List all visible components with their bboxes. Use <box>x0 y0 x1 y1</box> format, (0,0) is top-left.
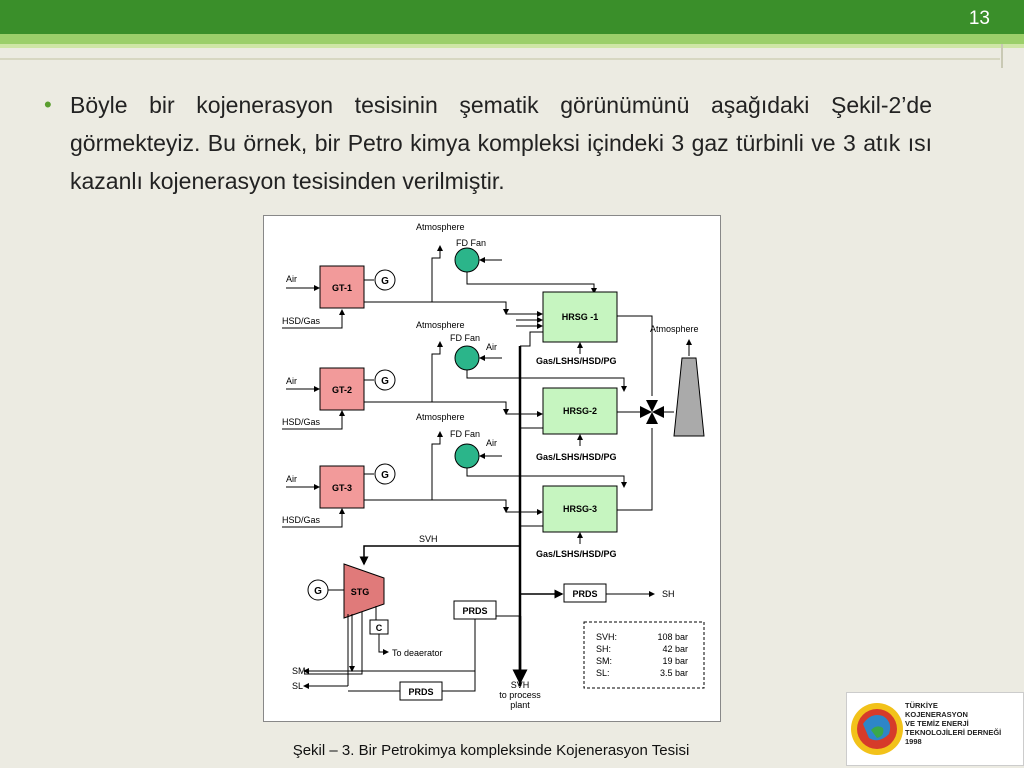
bullet-text: Böyle bir kojenerasyon tesisinin şematik… <box>70 92 932 194</box>
gt-row-2: Air HSD/Gas GT-2 G Atmosphere FD Fan Air… <box>282 320 640 462</box>
fan-air-label-3: Air <box>486 438 497 448</box>
condenser-label: C <box>376 623 383 633</box>
legend-label-4: SL: <box>596 668 610 678</box>
hrsg-fuel-label-3: Gas/LSHS/HSD/PG <box>536 549 617 559</box>
fan-air-label-2: Air <box>486 342 497 352</box>
header-bar <box>0 0 1024 34</box>
logo-text: TÜRKİYE KOJENERASYON VE TEMİZ ENERJİ TEK… <box>905 701 1002 746</box>
prds-label-sm: PRDS <box>462 606 487 616</box>
stg-turbine-shape <box>343 563 385 619</box>
air-label-3: Air <box>286 474 297 484</box>
gt-3-box <box>319 465 365 509</box>
to-deaerator-label: To deaerator <box>392 648 443 658</box>
hrsg-2-box <box>542 387 618 435</box>
svh-plant-label-3: plant <box>510 700 530 710</box>
generator-label-3: G <box>381 470 389 481</box>
fuel-label-1: HSD/Gas <box>282 316 321 326</box>
prds-box-sh <box>563 583 607 603</box>
prds-label-sh: PRDS <box>572 589 597 599</box>
fuel-label-2: HSD/Gas <box>282 417 321 427</box>
hrsg-3-box <box>542 485 618 533</box>
gt-row-1: Air HSD/Gas GT-1 G Atmosphere FD Fan HRS… <box>282 222 653 396</box>
gt-2-label: GT-2 <box>332 385 352 395</box>
legend-box <box>583 621 705 689</box>
svh-plant-label-1: SVH <box>511 680 530 690</box>
cogeneration-diagram: Air HSD/Gas GT-1 G Atmosphere FD Fan HRS… <box>263 215 721 722</box>
stg-label: STG <box>351 587 370 597</box>
svh-label: SVH <box>419 534 438 544</box>
association-logo: TÜRKİYE KOJENERASYON VE TEMİZ ENERJİ TEK… <box>846 692 1024 766</box>
generator-label-2: G <box>381 376 389 387</box>
generator-icon-2 <box>374 369 396 391</box>
fd-fan-icon-1 <box>454 247 480 273</box>
atmosphere-label-1: Atmosphere <box>416 222 465 232</box>
sl-label: SL <box>292 681 303 691</box>
generator-icon-1 <box>374 269 396 291</box>
header-divider <box>0 58 1000 60</box>
figure-caption: Şekil – 3. Bir Petrokimya kompleksinde K… <box>292 742 690 759</box>
stg-generator-label: G <box>314 586 322 597</box>
atmosphere-label-2: Atmosphere <box>416 320 465 330</box>
gt-2-box <box>319 367 365 411</box>
hrsg-3-label: HRSG-3 <box>563 504 597 514</box>
bullet-paragraph: • Böyle bir kojenerasyon tesisinin şemat… <box>44 86 932 200</box>
steam-header: SVH PRDS SH SVH to process plant PRDS <box>303 331 675 710</box>
globe-logo-icon <box>851 703 903 755</box>
atmosphere-label-3: Atmosphere <box>416 412 465 422</box>
air-label-2: Air <box>286 376 297 386</box>
gt-row-3: Air HSD/Gas GT-3 G Atmosphere FD Fan Air… <box>282 412 653 559</box>
fd-fan-label-1: FD Fan <box>456 238 486 248</box>
svh-plant-label-2: to process <box>499 690 541 700</box>
legend-label-2: SH: <box>596 644 611 654</box>
chimney-shape <box>673 357 705 437</box>
page-number: 13 <box>968 8 990 29</box>
fd-fan-icon-3 <box>454 443 480 469</box>
legend-label-3: SM: <box>596 656 612 666</box>
bullet-dot: • <box>44 92 52 117</box>
header-stripe <box>0 34 1024 44</box>
hrsg-1-label: HRSG -1 <box>562 312 599 322</box>
prds-label-sl: PRDS <box>408 687 433 697</box>
legend-value-3: 19 bar <box>662 656 688 666</box>
legend-value-4: 3.5 bar <box>660 668 688 678</box>
gt-3-label: GT-3 <box>332 483 352 493</box>
hrsg-1-box <box>542 291 618 343</box>
header-corner-line <box>1001 44 1003 68</box>
stg-group: G STG C To deaerator SM SL PRDS <box>292 563 476 701</box>
hrsg-2-label: HRSG-2 <box>563 406 597 416</box>
diagram-svg: Air HSD/Gas GT-1 G Atmosphere FD Fan HRS… <box>282 222 705 710</box>
sh-label: SH <box>662 589 675 599</box>
legend-value-2: 42 bar <box>662 644 688 654</box>
stack-atmosphere-label: Atmosphere <box>650 324 699 334</box>
air-label-1: Air <box>286 274 297 284</box>
legend-value-1: 108 bar <box>657 632 688 642</box>
header-stripe-light <box>0 44 1024 48</box>
generator-icon-3 <box>374 463 396 485</box>
gt-1-label: GT-1 <box>332 283 352 293</box>
legend-label-1: SVH: <box>596 632 617 642</box>
pressure-legend: SVH: 108 bar SH: 42 bar SM: 19 bar SL: 3… <box>583 621 705 689</box>
fuel-label-3: HSD/Gas <box>282 515 321 525</box>
stack: Atmosphere <box>640 324 705 437</box>
hrsg-fuel-label-2: Gas/LSHS/HSD/PG <box>536 452 617 462</box>
sm-label: SM <box>292 666 306 676</box>
hrsg-fuel-label-1: Gas/LSHS/HSD/PG <box>536 356 617 366</box>
generator-label-1: G <box>381 276 389 287</box>
fd-fan-label-2: FD Fan <box>450 333 480 343</box>
fd-fan-icon-2 <box>454 345 480 371</box>
fd-fan-label-3: FD Fan <box>450 429 480 439</box>
gt-1-box <box>319 265 365 309</box>
